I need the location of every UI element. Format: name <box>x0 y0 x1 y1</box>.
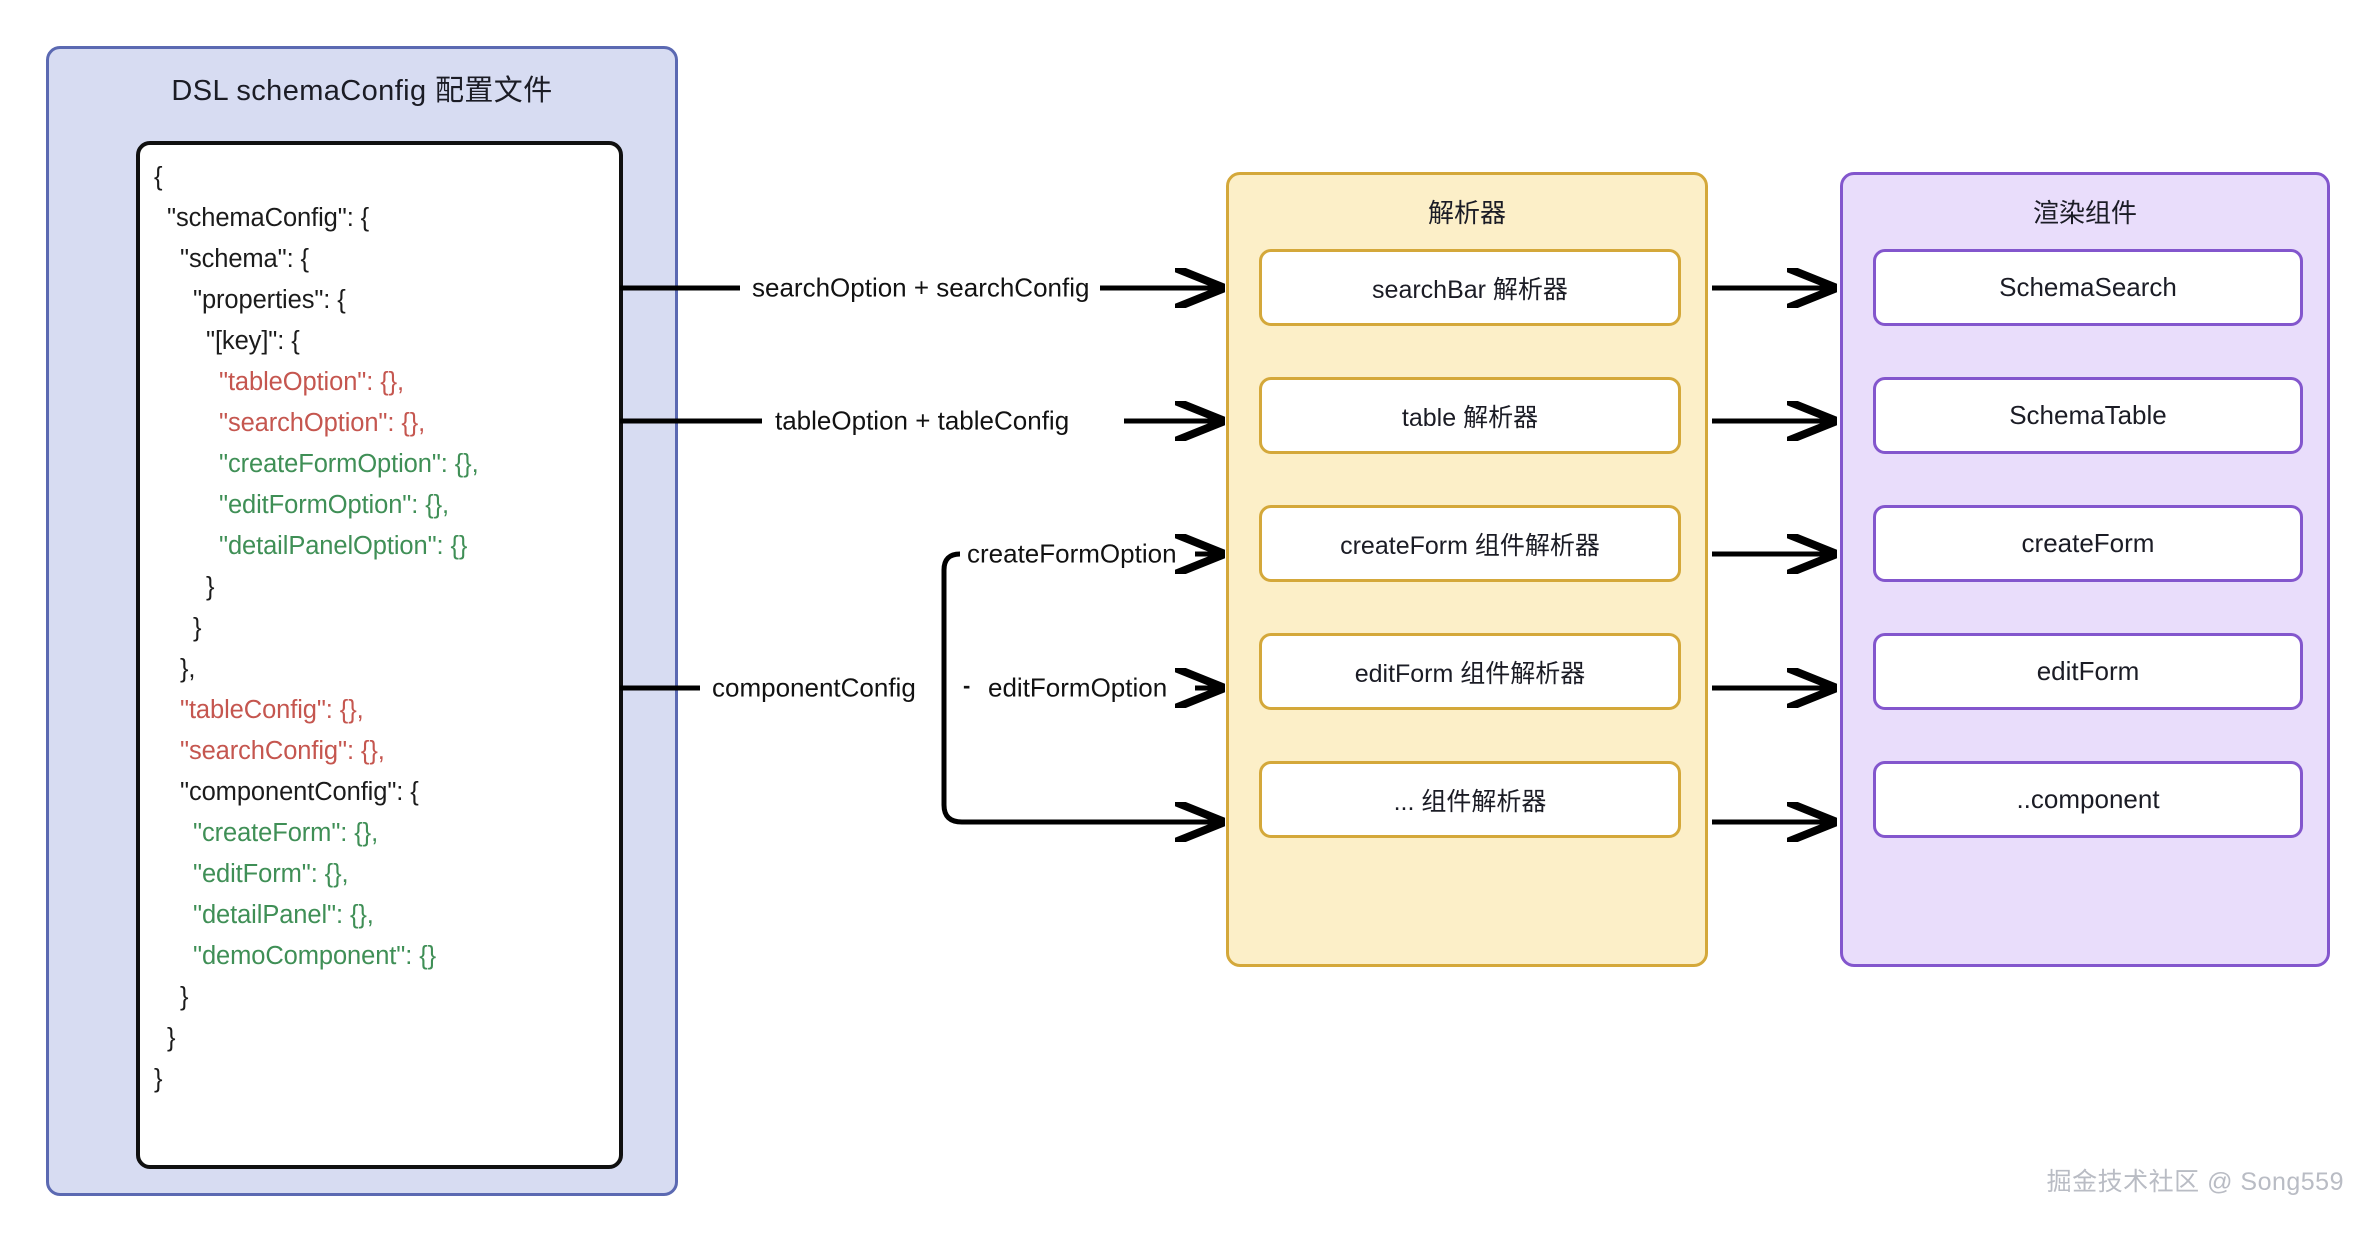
code-line: "schemaConfig": { <box>154 198 613 239</box>
render-components-panel: 渲染组件 SchemaSearch SchemaTable createForm… <box>1840 172 2330 967</box>
code-line: "[key]": { <box>154 321 613 362</box>
code-line: } <box>154 977 613 1018</box>
render-item-component[interactable]: ..component <box>1873 761 2303 838</box>
connector-label-edit-form-option: editFormOption <box>988 672 1168 703</box>
parser-panel: 解析器 searchBar 解析器 table 解析器 createForm 组… <box>1226 172 1708 967</box>
code-line: "createFormOption": {}, <box>154 444 613 485</box>
parser-item-other[interactable]: ... 组件解析器 <box>1259 761 1681 838</box>
code-line: "tableOption": {}, <box>154 362 613 403</box>
render-item-schematable[interactable]: SchemaTable <box>1873 377 2303 454</box>
dsl-panel-title: DSL schemaConfig 配置文件 <box>171 75 553 107</box>
json-code-card: {"schemaConfig": { "schema": { "properties… <box>136 141 623 1169</box>
parser-item-table[interactable]: table 解析器 <box>1259 377 1681 454</box>
code-token: "searchConfig": {}, <box>180 737 385 765</box>
code-token: { <box>154 163 163 191</box>
code-line: "editFormOption": {}, <box>154 485 613 526</box>
dsl-schema-config-panel: DSL schemaConfig 配置文件 {"schemaConfig": {… <box>46 46 678 1196</box>
connector-label-component-config: componentConfig <box>712 672 916 703</box>
code-line: "componentConfig": { <box>154 772 613 813</box>
code-line: "searchOption": {}, <box>154 403 613 444</box>
code-line: "demoComponent": {} <box>154 936 613 977</box>
parser-panel-title: 解析器 <box>1427 198 1506 228</box>
parser-item-searchbar[interactable]: searchBar 解析器 <box>1259 249 1681 326</box>
code-line: "detailPanel": {}, <box>154 895 613 936</box>
code-token: "demoComponent": {} <box>193 942 437 970</box>
code-token: }, <box>180 655 196 683</box>
render-item-editform[interactable]: editForm <box>1873 633 2303 710</box>
connector-label-create-form-option: createFormOption <box>967 538 1177 569</box>
code-line: "searchConfig": {}, <box>154 731 613 772</box>
code-line: "editForm": {}, <box>154 854 613 895</box>
code-line: }, <box>154 649 613 690</box>
code-line: "properties": { <box>154 280 613 321</box>
parser-item-createform[interactable]: createForm 组件解析器 <box>1259 505 1681 582</box>
code-token: } <box>154 1065 163 1093</box>
watermark: 掘金技术社区 @ Song559 <box>2046 1168 2344 1196</box>
code-token: } <box>206 573 215 601</box>
code-token: "searchOption": {}, <box>219 409 426 437</box>
code-token: } <box>180 983 189 1011</box>
code-token: "createForm": {}, <box>193 819 379 847</box>
code-line: } <box>154 1018 613 1059</box>
code-line: "tableConfig": {}, <box>154 690 613 731</box>
code-token: "schemaConfig": { <box>167 204 370 232</box>
code-token: "createFormOption": {}, <box>219 450 479 478</box>
code-token: } <box>193 614 202 642</box>
code-line: "detailPanelOption": {} <box>154 526 613 567</box>
code-token: "editForm": {}, <box>193 860 349 888</box>
code-token: "editFormOption": {}, <box>219 491 450 519</box>
render-panel-title: 渲染组件 <box>2032 198 2137 228</box>
code-line: { <box>154 157 613 198</box>
render-item-createform[interactable]: createForm <box>1873 505 2303 582</box>
code-token: "properties": { <box>193 286 346 314</box>
json-code-body: {"schemaConfig": { "schema": { "properties… <box>154 157 613 1100</box>
wire-branch-create-form <box>941 551 961 688</box>
code-token: "tableConfig": {}, <box>180 696 364 724</box>
parser-item-editform[interactable]: editForm 组件解析器 <box>1259 633 1681 710</box>
connector-label-separator: - <box>963 673 971 698</box>
code-token: "detailPanelOption": {} <box>219 532 468 560</box>
code-line: "createForm": {}, <box>154 813 613 854</box>
code-token: "detailPanel": {}, <box>193 901 374 929</box>
code-line: } <box>154 567 613 608</box>
code-token: "[key]": { <box>206 327 300 355</box>
code-line: } <box>154 1059 613 1100</box>
render-item-schemasearch[interactable]: SchemaSearch <box>1873 249 2303 326</box>
code-line: "schema": { <box>154 239 613 280</box>
code-token: "componentConfig": { <box>180 778 419 806</box>
code-token: "schema": { <box>180 245 309 273</box>
code-token: } <box>167 1024 176 1052</box>
connector-label-table: tableOption + tableConfig <box>775 405 1070 436</box>
code-line: } <box>154 608 613 649</box>
code-token: "tableOption": {}, <box>219 368 405 396</box>
wire-branch-other <box>941 688 1220 822</box>
connector-label-search: searchOption + searchConfig <box>752 272 1090 303</box>
